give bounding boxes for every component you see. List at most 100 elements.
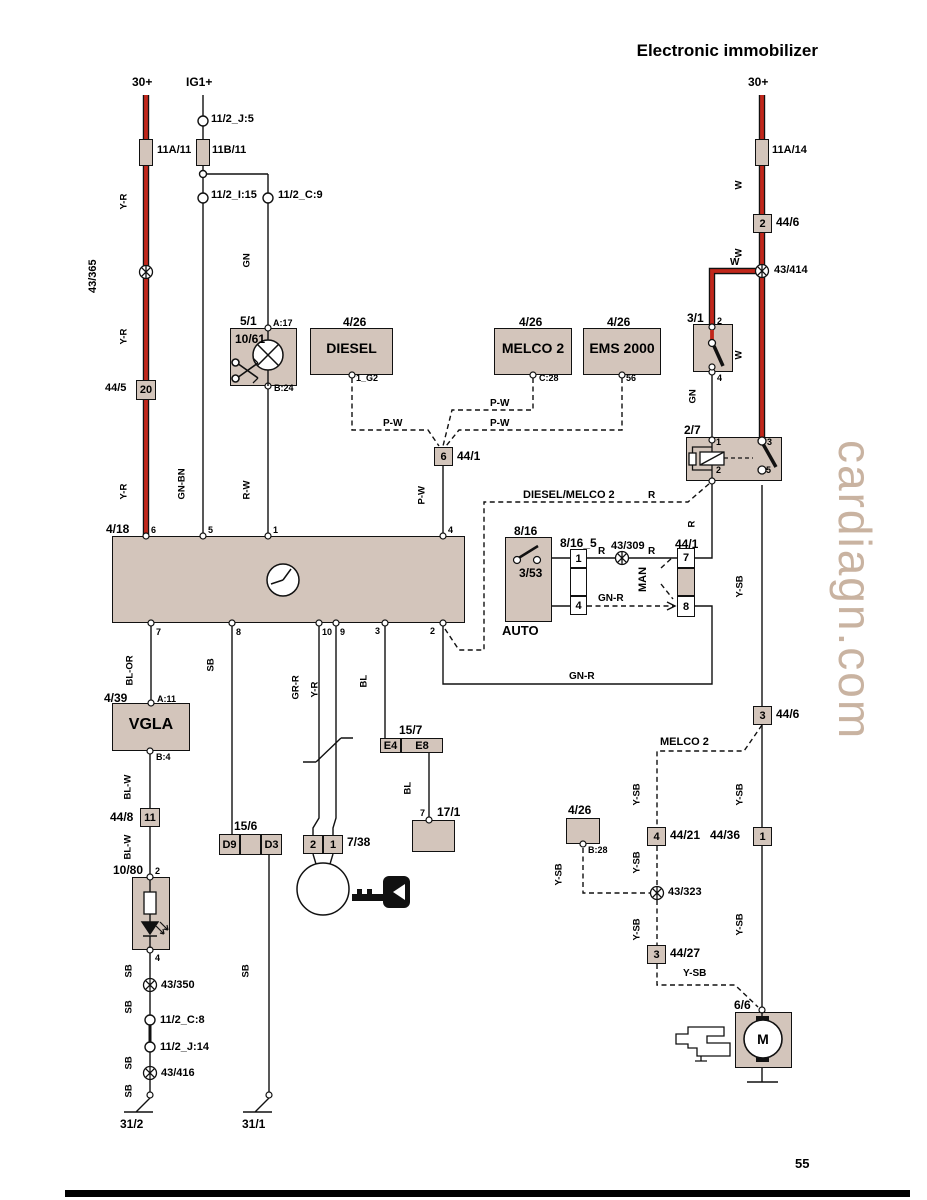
wire-gn-2: GN	[687, 389, 699, 404]
unit-5-1-label: 5/1	[240, 314, 257, 328]
black-wires	[124, 95, 778, 1113]
connector-15-6-mid	[240, 834, 261, 855]
connector-7-38-pin2: 2	[303, 835, 323, 854]
pin-a11-label: A:11	[157, 694, 177, 704]
wire-blw-1: BL-W	[122, 774, 134, 800]
ems2000-ecu-block	[583, 328, 661, 375]
splice-43416-label: 43/416	[161, 1067, 195, 1079]
unit-4-18-label: 4/18	[106, 522, 130, 536]
unit-3-53-label: 3/53	[519, 566, 543, 580]
wire-ysb-8: Y-SB	[734, 913, 746, 936]
supply-ig1: IG1+	[186, 75, 213, 89]
pin-4-31: 4	[717, 373, 723, 383]
splice-43365-label: 43/365	[87, 259, 99, 293]
wire-grr: GR-R	[290, 675, 302, 700]
connector-8-16-5-label: 8/16_5	[560, 536, 597, 550]
connector-15-7-label: 15/7	[399, 723, 423, 737]
clock-icon	[266, 563, 300, 597]
fuse-11a11-symbol	[139, 139, 153, 166]
pin-b4-label: B:4	[156, 752, 171, 762]
unit-3-1-label: 3/1	[687, 311, 704, 325]
connector-15-6-d3: D3	[261, 834, 282, 855]
connector-44-5-pin: 20	[136, 380, 156, 400]
connector-15-6-label: 15/6	[234, 819, 258, 833]
inline-connector-circles	[144, 115, 274, 1053]
wire-ysb-7: Y-SB	[683, 968, 707, 979]
pin-1-27: 1	[716, 437, 722, 447]
pin-10b: 10	[322, 627, 333, 637]
wire-gnbn: GN-BN	[176, 468, 188, 500]
pin-5: 5	[208, 525, 214, 535]
fuse-11a14-label: 11A/14	[772, 144, 807, 156]
connector-i15-label: 11/2_I:15	[211, 189, 257, 201]
pin-9b: 9	[340, 627, 346, 637]
wire-w-3: W	[730, 257, 740, 268]
pin-c28-label: C:28	[539, 373, 559, 383]
pin-1: 1	[273, 525, 279, 535]
wire-yr-3: Y-R	[118, 483, 130, 500]
pin-2-led: 2	[155, 866, 161, 876]
bottom-bar	[65, 1190, 910, 1197]
connector-44-27-pin3: 3	[647, 945, 666, 964]
page-title: Electronic immobilizer	[636, 41, 818, 60]
wire-bl-1: BL	[358, 674, 370, 688]
connector-44-5-label: 44/5	[105, 382, 127, 394]
unit-17-1-block	[412, 820, 455, 852]
wire-pw-down: P-W	[416, 486, 428, 505]
vgla-label: VGLA	[128, 716, 174, 733]
wire-blor: BL-OR	[124, 655, 136, 686]
connector-44-6-pin3: 3	[753, 706, 772, 725]
connector-44-1-pin6: 6	[434, 447, 453, 466]
man-label: MAN	[637, 566, 649, 592]
wire-ysb-3: Y-SB	[631, 783, 643, 806]
connector-15-7-e4: E4	[380, 738, 401, 753]
supply-30-right: 30+	[748, 75, 769, 89]
ecu-small-4-26-block	[566, 818, 600, 844]
key-ring-antenna	[296, 862, 350, 916]
wire-sb-4: SB	[123, 1056, 135, 1070]
ground-31-1-label: 31/1	[242, 1117, 266, 1131]
connector-44-1b-label: 44/1	[675, 537, 699, 551]
relay-internals	[688, 436, 778, 478]
pin-3b: 3	[375, 626, 381, 636]
wire-sb-2: SB	[123, 964, 135, 978]
wire-w-4: W	[733, 350, 745, 360]
splice-43309-label: 43/309	[611, 540, 645, 552]
wire-yr-1: Y-R	[118, 193, 130, 210]
wire-rw: R-W	[241, 480, 253, 500]
connector-44-1-pin8: 8	[677, 596, 695, 617]
wire-gnr-2: GN-R	[569, 671, 595, 682]
connector-8-16-5-pin4: 4	[570, 596, 587, 615]
ecu-small-ref-label: 4/26	[568, 803, 592, 817]
pin-2-31: 2	[717, 316, 723, 326]
connector-44-36-pin1: 1	[753, 827, 772, 846]
wire-ysb-6: Y-SB	[631, 918, 643, 941]
connector-44-36-label: 44/36	[710, 828, 741, 842]
supply-30-left: 30+	[132, 75, 153, 89]
pin-7-171: 7	[420, 808, 426, 818]
connector-15-6-d9: D9	[219, 834, 240, 855]
unit-2-7-label: 2/7	[684, 423, 701, 437]
pin-8b: 8	[236, 627, 242, 637]
pin-4: 4	[448, 525, 454, 535]
wire-r-note: R	[648, 490, 656, 501]
connector-44-1-mid	[677, 568, 695, 596]
note-diesel-melco: DIESEL/MELCO 2	[523, 489, 615, 501]
unit-8-16-label: 8/16	[514, 524, 538, 538]
wire-bl-2: BL	[402, 781, 414, 795]
connector-c8-label: 11/2_C:8	[160, 1014, 205, 1026]
connector-8-16-5-mid	[570, 568, 587, 596]
wire-sb-6: SB	[240, 964, 252, 978]
pin-7b: 7	[156, 627, 162, 637]
connector-7-38-pin1: 1	[323, 835, 343, 854]
key-icon	[352, 876, 410, 908]
pin-2-27: 2	[716, 465, 722, 475]
wire-r-3: R	[686, 520, 698, 528]
wire-blw-2: BL-W	[122, 834, 134, 860]
wire-w-1: W	[733, 180, 745, 190]
led-internals	[140, 880, 169, 948]
connector-44-21-pin4: 4	[647, 827, 666, 846]
pin-circles	[142, 323, 766, 1099]
